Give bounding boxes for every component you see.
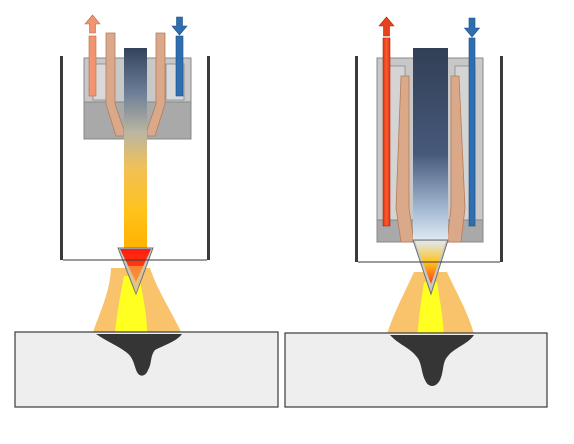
left-arrow-up-icon: [84, 14, 101, 34]
left-shield-wall-left: [60, 56, 63, 260]
right-arrow-up-icon: [378, 16, 395, 37]
left-shield-wall-right: [207, 56, 210, 260]
right-shield-wall-left: [355, 56, 358, 262]
left-weld-pool: [96, 334, 182, 376]
left-coolant-tube-out: [88, 35, 97, 97]
left-arrow-down-icon: [171, 16, 188, 36]
right-weld-pool: [390, 335, 474, 386]
right-shield-wall-right: [500, 56, 503, 262]
right-copper-nozzle: [395, 75, 466, 243]
left-flame: [93, 268, 181, 332]
right-coolant-tube-in: [468, 37, 476, 227]
right-flame: [387, 272, 474, 342]
right-arrow-down-icon: [463, 17, 481, 38]
right-torch: [284, 16, 548, 408]
left-coolant-tube-in: [175, 35, 184, 97]
right-coolant-tube-out: [382, 37, 391, 227]
right-electrode: [412, 48, 449, 296]
left-torch: [14, 14, 279, 408]
